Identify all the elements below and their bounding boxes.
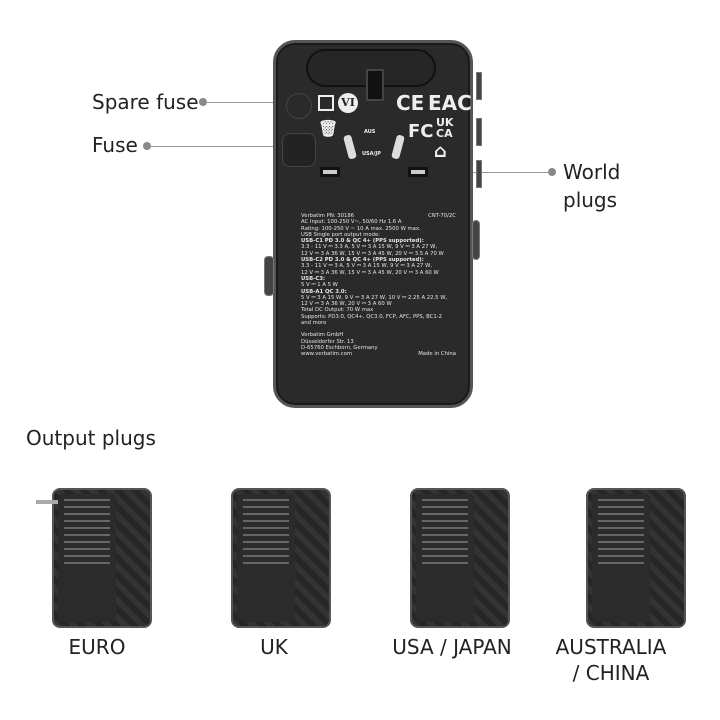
fcc-mark: FC [408,121,434,142]
side-prong[interactable] [476,118,482,146]
spec-line: 3.3 - 11 V ⎓ 3.3 A, 5 V ⎓ 3 A 15 W, 9 V … [301,244,438,251]
usa-jp-label: USA/JP [362,151,381,157]
euro-pins [36,500,58,504]
spec-line: 12 V ⎓ 3 A 36 W, 15 V ⎓ 3 A 45 W, 20 V ⎓… [301,250,444,257]
euro-prong-slot [366,69,384,101]
spec-line: 5 V ⎓ 3 A 15 W, 9 V ⎓ 3 A 27 W, 10 V ⎓ 2… [301,294,448,301]
home-icon: ⌂ [434,141,447,162]
slot-right [408,167,428,177]
address-line: D-65760 Eschborn, Germany [301,344,378,351]
output-plugs-heading: Output plugs [26,426,156,450]
ukca-line-1: UK [436,116,454,129]
variant-uk-label: UK [260,635,288,659]
double-insulation-icon [318,95,334,111]
variant-euro-label: EURO [68,635,126,659]
aus-label: AUS [364,129,376,135]
spec-line: AC Input: 100-250 V~, 50/60 Hz 1.6 A [301,219,402,226]
spec-line: 5 V ⎓ 1 A 5 W [301,282,338,289]
world-plugs-leader [430,172,550,173]
side-slider-left[interactable] [264,256,274,296]
spec-line: USB-A1 QC 3.0: [301,288,347,295]
spare-fuse-leader [205,102,290,103]
variant-uk-image [231,488,331,628]
model-number: CNT-70/2C [428,213,456,219]
spec-line: and more [301,320,327,327]
spare-fuse-label: Spare fuse [92,90,199,114]
spec-line: Total DC Output: 70 W max [301,307,374,314]
variant-usa-japan-image [410,488,510,628]
weee-bin-icon: 🗑 [318,119,339,138]
variant-euro-image [52,488,152,628]
fuse-cap [282,133,316,167]
spare-fuse-dot [199,98,207,106]
right-slider[interactable] [391,134,405,160]
spare-fuse-cap [286,93,312,119]
fuse-dot [143,142,151,150]
ce-mark: CE [396,91,425,115]
variant-usa-japan-label: USA / JAPAN [392,635,512,659]
vi-efficiency-icon: VI [338,93,358,113]
made-in: Made in China [418,351,456,358]
fuse-leader [150,146,290,147]
ukca-line-2: CA [436,127,453,140]
address-line: Verbatim GmbH [301,332,344,339]
world-plugs-label: World plugs [563,160,621,212]
variant-australia-china-label: AUSTRALIA / CHINA [555,635,667,685]
spec-line: USB Single port output mode: [301,231,381,238]
rating-label: Verbatim PN: 30186 CNT-70/2C AC Input: 10… [301,213,456,358]
side-prong[interactable] [476,72,482,100]
world-plugs-dot [548,168,556,176]
website: www.verbatim.com [301,351,353,358]
side-prong[interactable] [476,160,482,188]
slot-left [320,167,340,177]
address-line: Düsseldorfer Str. 13 [301,338,354,345]
left-slider[interactable] [343,134,357,160]
spec-line: 12 V ⎓ 3 A 36 W, 20 V ⎓ 3 A 60 W [301,301,392,308]
eac-mark: EAC [428,91,472,115]
spec-line: 12 V ⎓ 3 A 36 W, 15 V ⎓ 3 A 45 W, 20 V ⎓… [301,269,439,276]
spec-line: 3.3 - 11 V ⎓ 3 A, 5 V ⎓ 3 A 15 W, 9 V ⎓ … [301,263,433,270]
variant-australia-china-image [586,488,686,628]
spec-line: USB-C2 PD 3.0 & QC 4+ (PPS supported): [301,257,424,264]
spec-line: USB-C1 PD 3.0 & QC 4+ (PPS supported): [301,238,424,245]
spec-line: USB-C3: [301,275,326,282]
spec-line: Rating: 100-250 V ~ 10 A max. 2500 W max… [301,225,421,232]
fuse-label: Fuse [92,133,138,157]
side-slider[interactable] [472,220,480,260]
spec-line: Supports: PD3.0, QC4+, QC3.0, FCP, AFC, … [301,313,442,320]
part-number: Verbatim PN: 30186 [301,213,355,219]
